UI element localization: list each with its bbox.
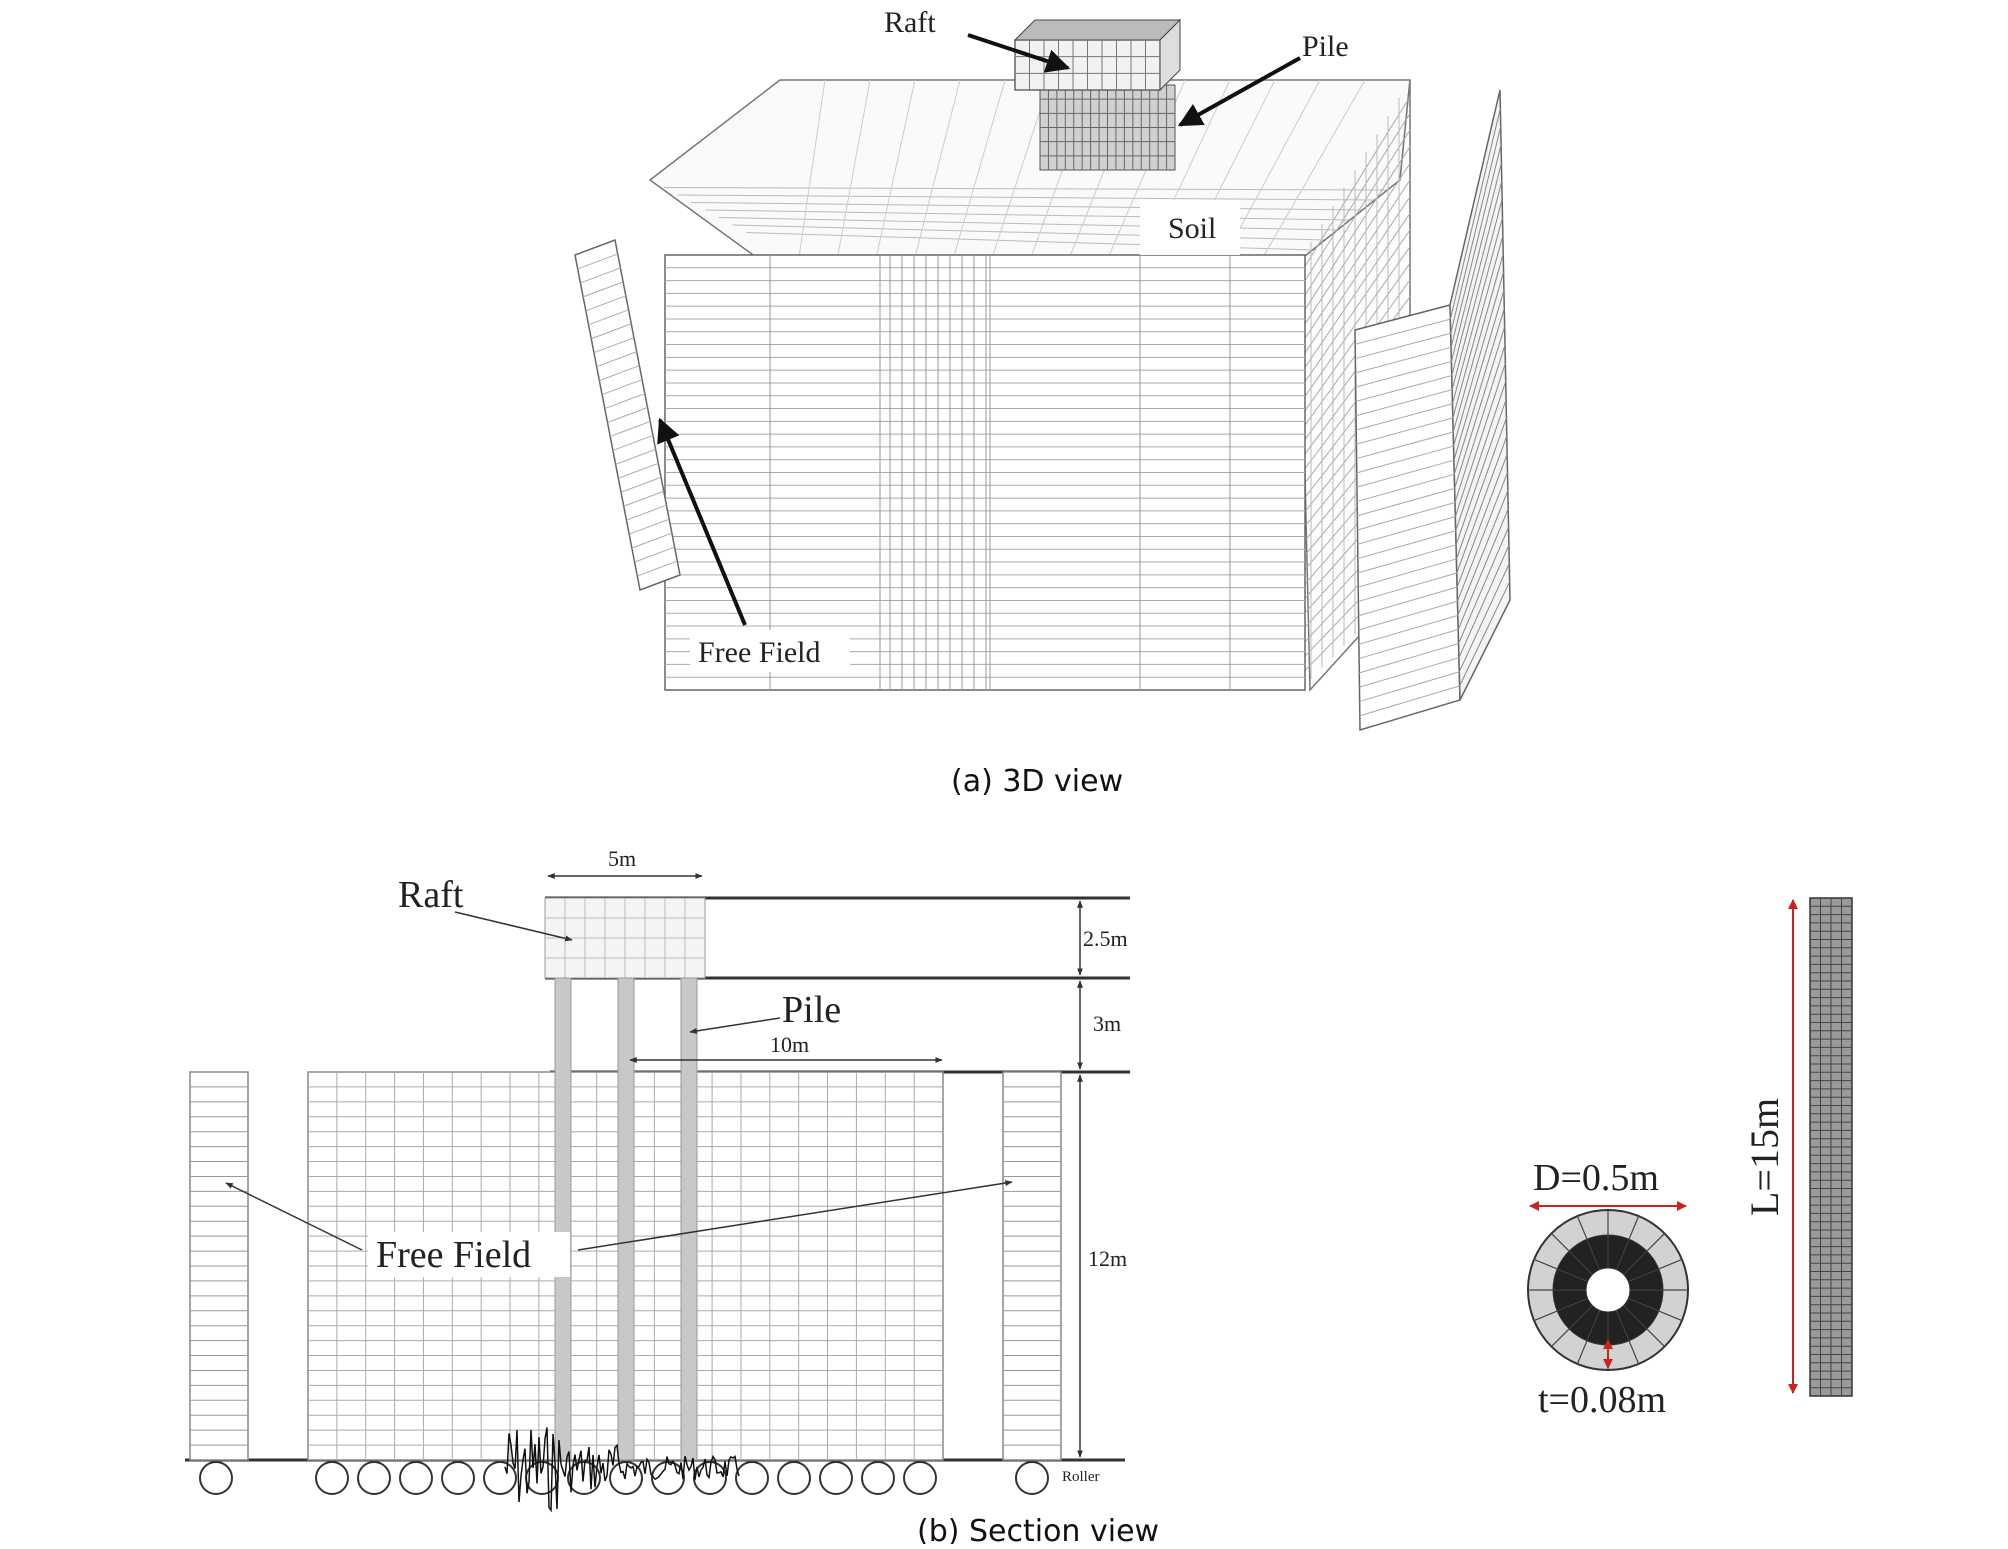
pile-detail-diagram: D=0.5m t=0.08m L=15m: [1527, 897, 1853, 1421]
dim-soil-depth: 12m: [1088, 1246, 1127, 1271]
dim-pile-spacing: 10m: [770, 1032, 809, 1057]
free-field-label-section-bg: [368, 1232, 570, 1277]
free-field-right-mesh-section: [1003, 1086, 1061, 1446]
section-view-diagram: Roller 5m 2.5m 3m 12m 10m Raft Pile Free…: [185, 846, 1159, 1549]
dim-raft-height: 2.5m: [1083, 926, 1128, 951]
free-field-label-bg: [690, 630, 850, 672]
free-field-column-right-back: [1449, 89, 1511, 701]
raft-arrow-3d: [967, 33, 1071, 73]
pile-section-2: [617, 977, 635, 1461]
pile-cross-section: [1527, 1209, 1689, 1371]
pile-arrow-3d: [1177, 56, 1301, 127]
pile-section-3: [680, 977, 698, 1461]
soil-front-mesh: [665, 255, 1305, 690]
free-field-arrow-3d: [657, 417, 747, 626]
dim-raft-width: 5m: [608, 846, 636, 871]
caption-section: (b) Section view: [917, 1514, 1159, 1544]
roller-supports: [199, 1461, 1049, 1495]
roller-label: Roller: [1062, 1469, 1100, 1485]
raft-label-section: Raft: [398, 874, 464, 916]
raft-3d-top: [1013, 19, 1182, 41]
pile-group-3d-mesh: [1040, 85, 1175, 170]
free-field-left-mesh-section: [190, 1086, 248, 1446]
pile-label-3d: Pile: [1302, 30, 1349, 63]
3d-view-diagram: Raft Pile Soil Free Field (a) 3D view: [574, 6, 1511, 799]
seismic-input-wave: [504, 1427, 740, 1513]
pile-label-section: Pile: [782, 989, 841, 1031]
free-field-label-3d: Free Field: [698, 636, 820, 669]
pile-section-1: [554, 977, 572, 1461]
free-field-label-section: Free Field: [376, 1234, 531, 1276]
raft-arrow-section: [454, 911, 573, 942]
caption-3d: (a) 3D view: [951, 764, 1123, 799]
soil-label-bg: [1140, 200, 1240, 255]
pile-length-label: L=15m: [1742, 1098, 1787, 1216]
pile-thickness-label: t=0.08m: [1538, 1379, 1666, 1421]
pile-diameter-label: D=0.5m: [1533, 1157, 1659, 1199]
free-field-left-mesh: [577, 253, 678, 577]
free-field-arrow-right: [577, 1180, 1013, 1251]
free-field-right-mesh: [1355, 108, 1511, 717]
pile-arrow-section: [689, 1017, 781, 1034]
soil-label-3d: Soil: [1168, 212, 1216, 245]
free-field-arrow-left: [225, 1182, 363, 1251]
raft-label-3d: Raft: [884, 6, 936, 39]
raft-section-mesh: [545, 898, 705, 978]
pile-long-mesh: [1810, 898, 1852, 1396]
soil-top-mesh: [663, 79, 1388, 261]
dim-pile-free: 3m: [1093, 1011, 1121, 1036]
